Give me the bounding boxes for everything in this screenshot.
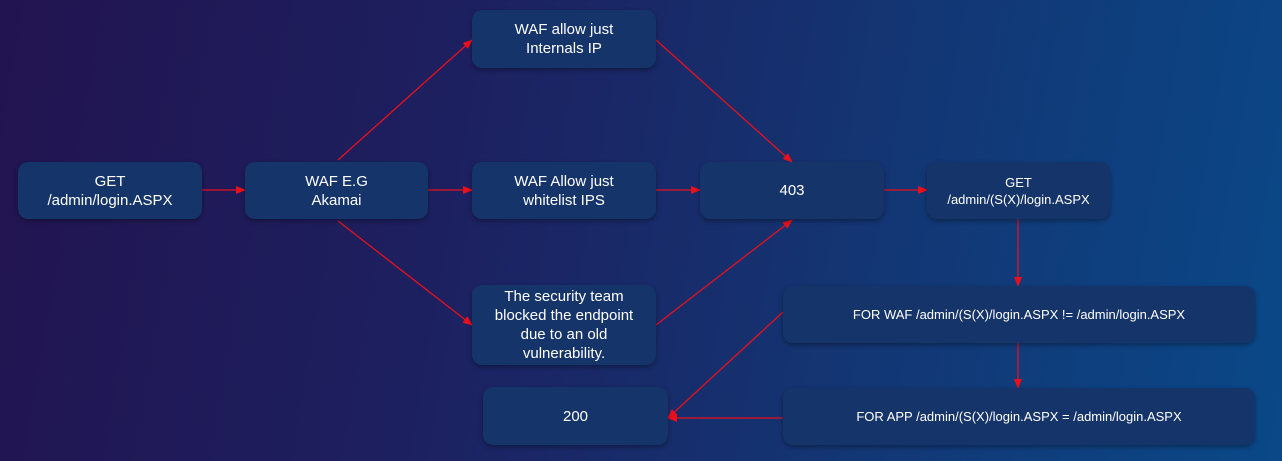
- arrow-security-team-to-forbidden: [655, 219, 793, 326]
- node-waf-akamai: WAF E.G Akamai: [245, 162, 428, 219]
- node-label: GET /admin/(S(X)/login.ASPX: [947, 174, 1090, 207]
- node-waf-internal-ip: WAF allow just Internals IP: [472, 10, 656, 68]
- node-label: FOR WAF /admin/(S(X)/login.ASPX != /admi…: [852, 307, 1186, 322]
- node-get-request: GET /admin/login.ASPX: [18, 162, 202, 219]
- node-label: WAF Allow just whitelist IPS: [514, 172, 614, 209]
- node-label: WAF E.G Akamai: [305, 172, 368, 209]
- node-403: 403: [700, 162, 884, 219]
- node-label: FOR APP /admin/(S(X)/login.ASPX = /admin…: [856, 409, 1182, 424]
- node-200: 200: [483, 387, 668, 445]
- node-security-team: The security team blocked the endpoint d…: [472, 285, 656, 365]
- node-label: The security team blocked the endpoint d…: [494, 288, 634, 362]
- node-waf-whitelist: WAF Allow just whitelist IPS: [472, 162, 656, 219]
- node-for-app: FOR APP /admin/(S(X)/login.ASPX = /admin…: [783, 388, 1255, 445]
- node-for-waf: FOR WAF /admin/(S(X)/login.ASPX != /admi…: [783, 286, 1255, 343]
- node-label: WAF allow just Internals IP: [514, 21, 614, 57]
- node-get-bypass: GET /admin/(S(X)/login.ASPX: [927, 162, 1110, 219]
- arrow-waf-to-waf-internal: [337, 39, 473, 161]
- node-label: 403: [779, 182, 805, 199]
- node-label: 200: [562, 407, 589, 425]
- arrow-waf-to-security-team: [337, 220, 473, 326]
- node-label: GET /admin/login.ASPX: [47, 172, 173, 209]
- arrow-for-waf-to-ok: [667, 311, 784, 419]
- arrow-waf-internal-to-forbidden: [655, 39, 793, 163]
